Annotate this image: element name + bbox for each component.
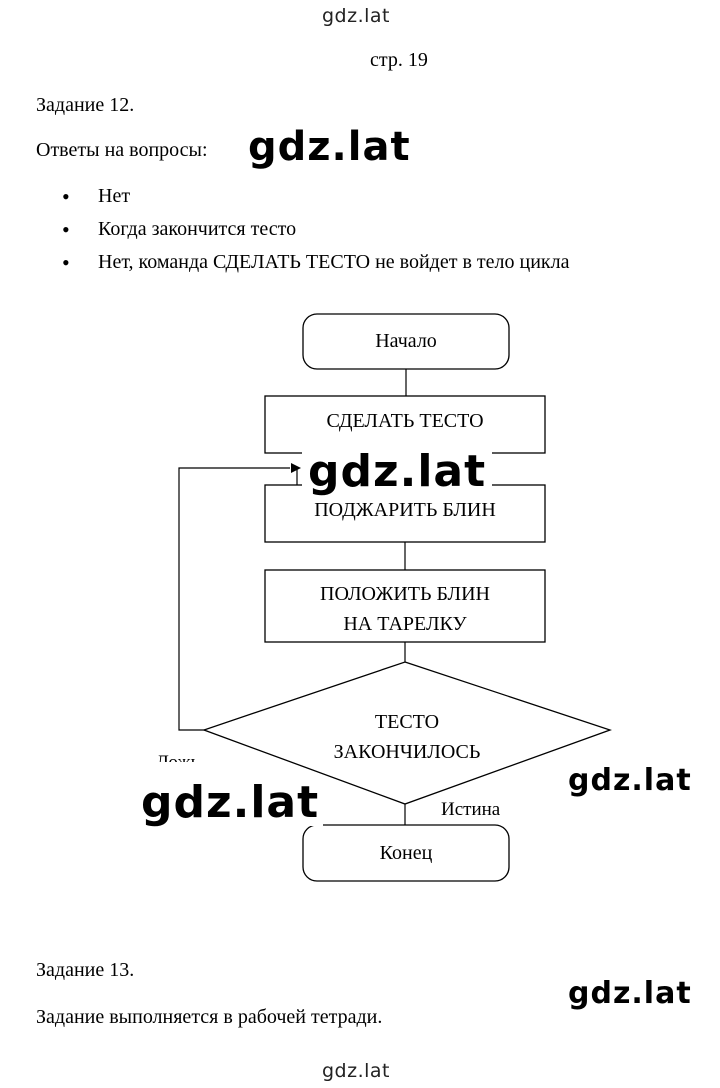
label-mask [150,762,220,776]
true-label: Истина [441,799,501,820]
process-fry-pancake-label: ПОДЖАРИТЬ БЛИН [314,499,496,521]
start-label: Начало [375,330,437,352]
decision-line1: ТЕСТО [375,711,439,733]
process-put-on-plate-line1: ПОЛОЖИТЬ БЛИН [320,583,490,605]
flowchart: Начало СДЕЛАТЬ ТЕСТО ПОДЖАРИТЬ БЛИН ПОЛО… [150,313,612,882]
watermark-big-1: gdz.lat [248,124,411,170]
process-put-on-plate [264,569,546,643]
answer-item-2: Когда закончится тесто [62,213,570,246]
process-make-dough [264,395,546,454]
decision-line2: ЗАКОНЧИЛОСЬ [334,741,481,763]
task13-text: Задание выполняется в рабочей тетради. [36,1006,383,1028]
end-label: Конец [380,842,433,864]
task12-title: Задание 12. [36,94,135,116]
watermark-cut-1: gdz.lat [568,762,696,800]
task13-title: Задание 13. [36,959,135,981]
answer-item-3: Нет, команда СДЕЛАТЬ ТЕСТО не войдет в т… [62,246,570,279]
end-terminal [302,824,510,882]
answers-list: Нет Когда закончится тесто Нет, команда … [62,180,570,279]
watermark-big-2: gdz.lat [302,448,493,496]
loop-back-line [178,467,290,731]
process-put-on-plate-line2: НА ТАРЕЛКУ [343,613,467,635]
answers-heading: Ответы на вопросы: [36,139,208,161]
watermark-top: gdz.lat [322,5,391,27]
watermark-big-3: gdz.lat [137,780,324,826]
loop-arrow-head [291,463,301,473]
page-number: стр. 19 [370,49,428,71]
watermark-cut-2: gdz.lat [568,976,692,1011]
process-make-dough-label: СДЕЛАТЬ ТЕСТО [326,410,483,432]
answer-item-1: Нет [62,180,570,213]
watermark-bottom: gdz.lat [322,1060,391,1082]
